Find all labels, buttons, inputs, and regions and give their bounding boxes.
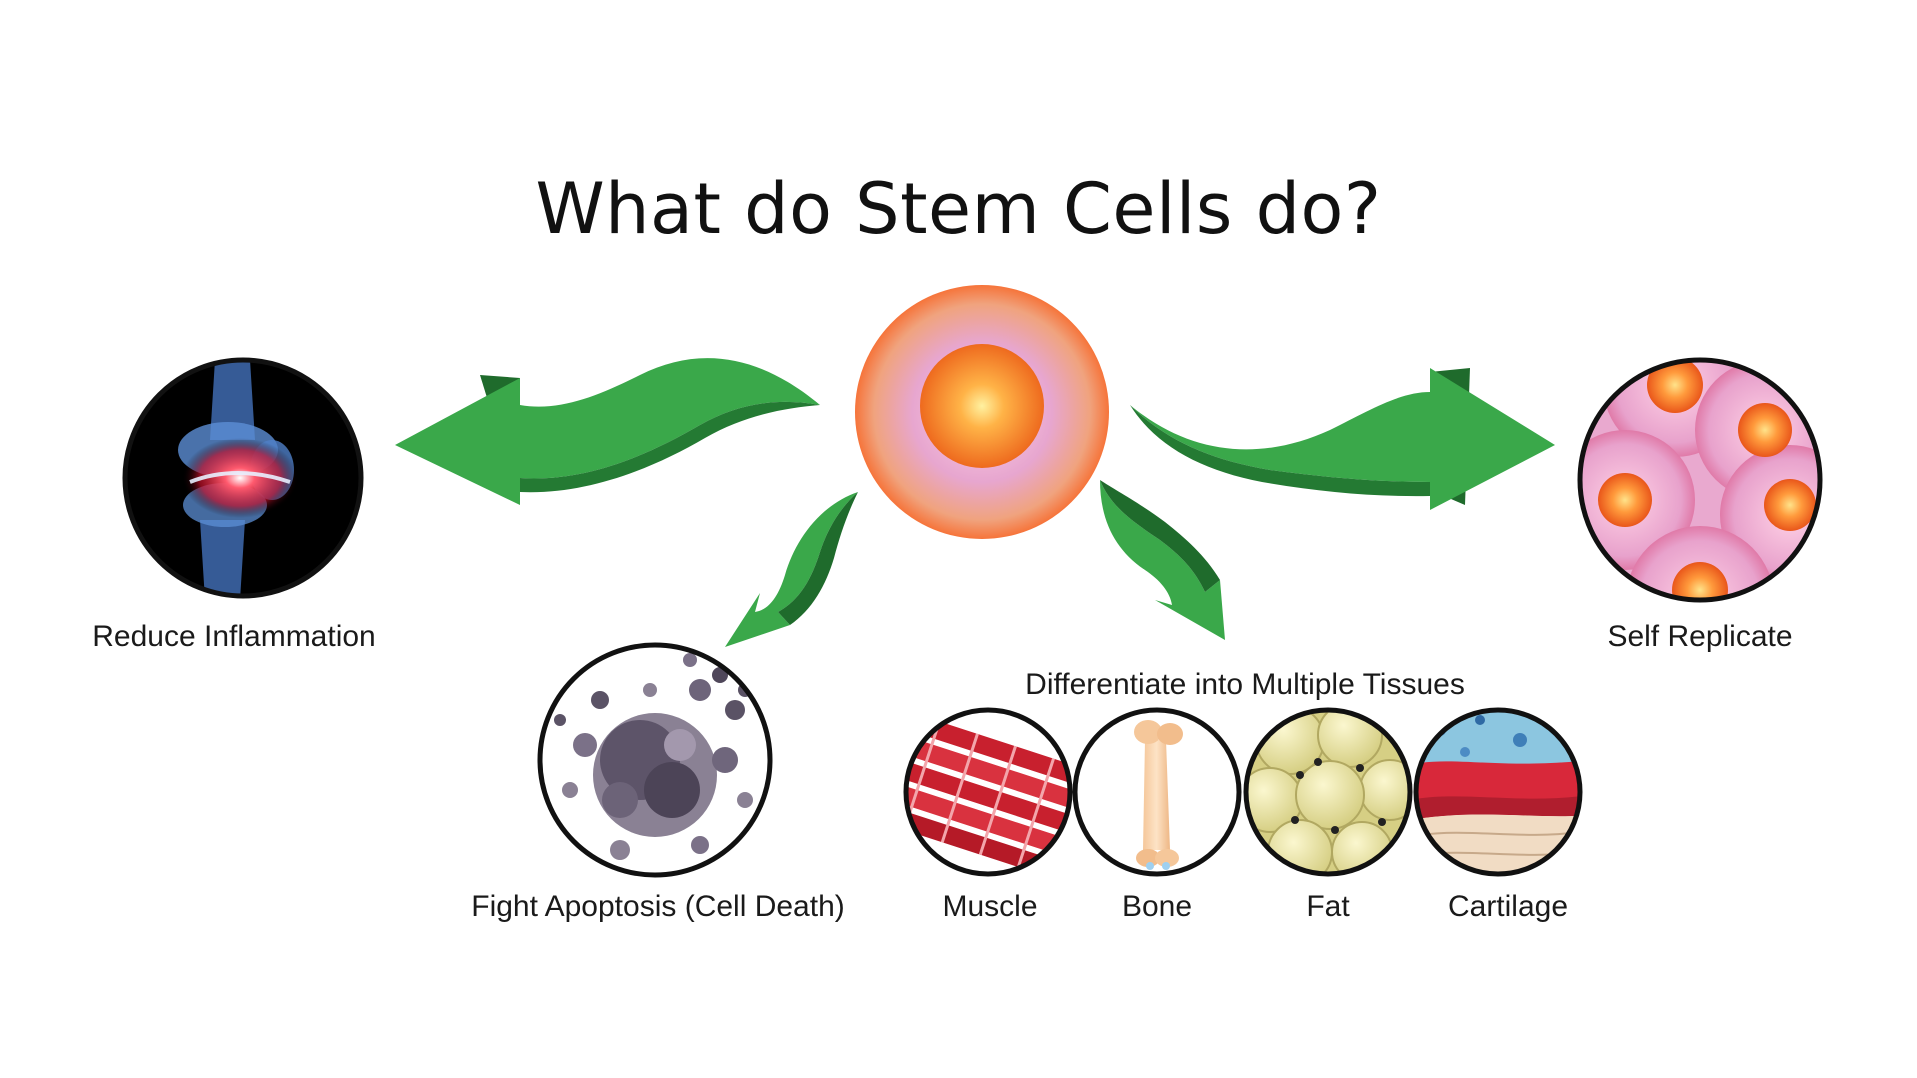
label-fat: Fat: [1306, 890, 1350, 923]
label-cartilage: Cartilage: [1447, 890, 1569, 923]
bone-icon: [1072, 707, 1242, 877]
arrow-to-self-replicate: [1130, 368, 1555, 510]
replicating-cells-icon: [1577, 357, 1823, 603]
stem-cell-icon: [855, 285, 1109, 539]
label-fight-apoptosis: Fight Apoptosis (Cell Death): [471, 890, 845, 923]
label-differentiate: Differentiate into Multiple Tissues: [1025, 668, 1465, 701]
fat-cells-icon: [1243, 707, 1413, 877]
page-title: What do Stem Cells do?: [535, 168, 1382, 250]
arrow-to-differentiate: [1100, 480, 1225, 640]
knee-joint-icon: [122, 357, 364, 599]
cartilage-tissue-icon: [1413, 707, 1583, 877]
label-self-replicate: Self Replicate: [1607, 620, 1793, 653]
label-muscle: Muscle: [942, 890, 1038, 923]
apoptotic-cell-icon: [537, 642, 773, 878]
arrow-to-apoptosis: [725, 492, 858, 647]
arrow-to-inflammation: [395, 358, 820, 505]
muscle-fiber-icon: [903, 707, 1073, 877]
label-bone: Bone: [1121, 890, 1193, 923]
label-reduce-inflammation: Reduce Inflammation: [92, 620, 376, 653]
